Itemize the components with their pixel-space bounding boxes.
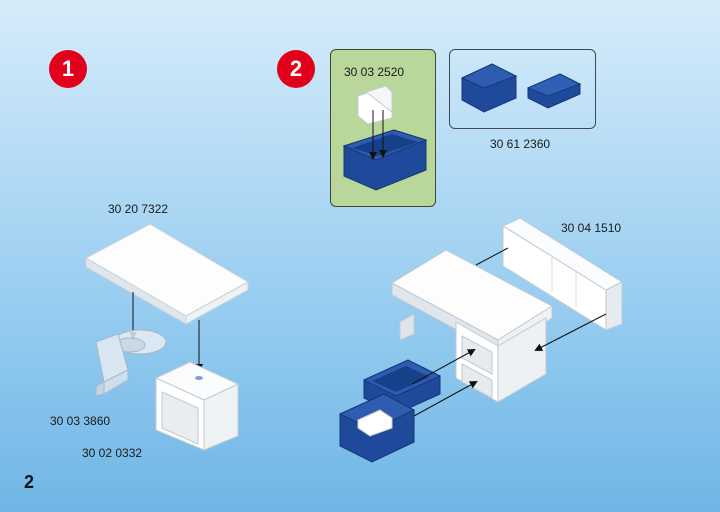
pedestal-leg-part <box>95 329 167 397</box>
part-number-drawer-inset: 30 03 2520 <box>344 65 405 79</box>
part-number-desk-top: 30 20 7322 <box>108 202 169 216</box>
part-number-back-panel: 30 04 1510 <box>561 221 622 235</box>
step-1-badge: 1 <box>49 50 87 88</box>
page-number: 2 <box>24 472 35 492</box>
assembled-desk <box>390 249 553 403</box>
lower-drawer-part <box>338 393 416 463</box>
drawer-inset-contents <box>342 85 428 191</box>
part-number-cabinet: 30 02 0332 <box>82 446 143 460</box>
cabinet-part <box>154 361 240 451</box>
step-2-badge: 2 <box>277 50 315 88</box>
drawer-set-contents <box>460 63 582 113</box>
desk-top-part <box>84 223 250 325</box>
back-panel-part <box>501 217 624 331</box>
part-number-drawer-set: 30 61 2360 <box>490 137 551 151</box>
part-number-leg: 30 03 3860 <box>50 414 111 428</box>
upper-drawer-part <box>362 359 442 415</box>
drawer-set-panel <box>449 49 596 129</box>
